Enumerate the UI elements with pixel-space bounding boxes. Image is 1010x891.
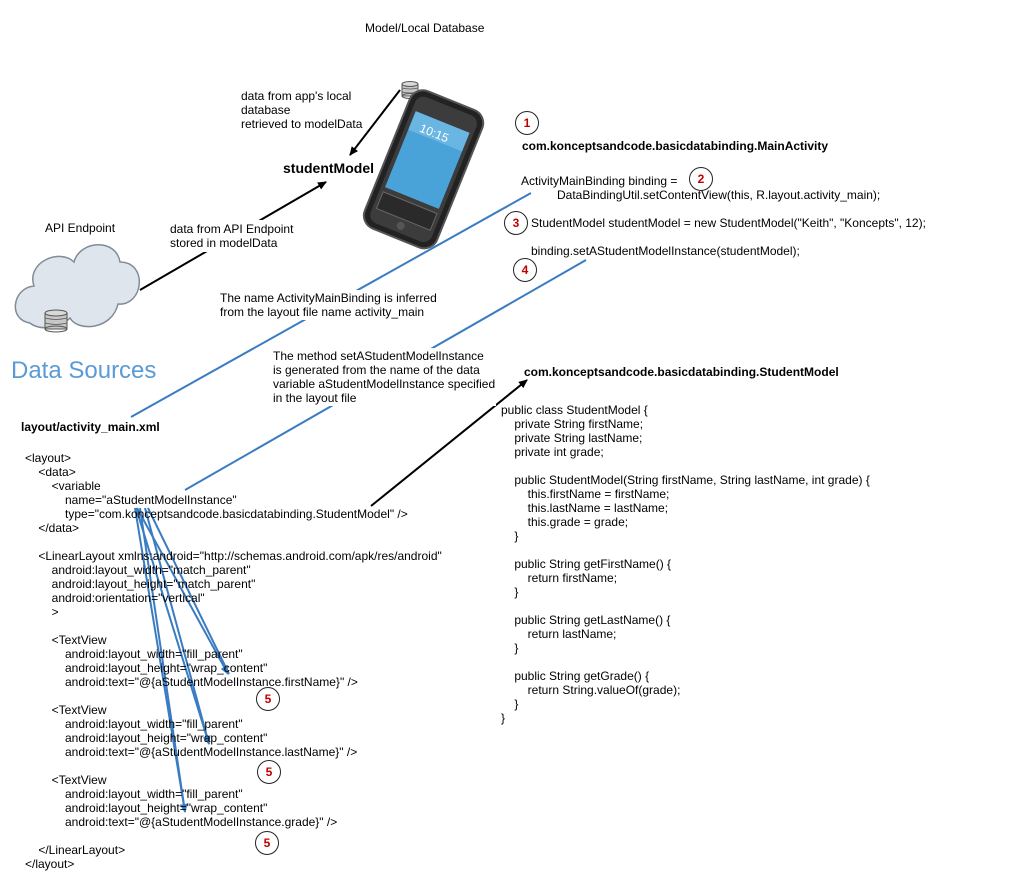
main-activity-line3: binding.setAStudentModelInstance(student… (531, 244, 800, 258)
method-name-note: The method setAStudentModelInstance is g… (272, 348, 497, 406)
db-to-model-arrow (349, 89, 401, 156)
local-db-note: data from app's local database retrieved… (241, 89, 363, 131)
type-to-class-arrow (370, 379, 528, 507)
bind-lastname-arrow-2 (144, 507, 210, 745)
step-badge-5-lastname: 5 (257, 760, 281, 784)
step-badge-4: 4 (513, 258, 537, 282)
step-badge-5-grade: 5 (255, 831, 279, 855)
step-badge-1: 1 (515, 111, 539, 135)
api-note: data from API Endpoint stored in modelDa… (168, 220, 296, 252)
api-endpoint-label: API Endpoint (45, 221, 116, 235)
main-activity-title: com.konceptsandcode.basicdatabinding.Mai… (522, 139, 829, 153)
bind-firstname-arrow-2 (147, 507, 230, 675)
layout-file-code: <layout> <data> <variable name="aStudent… (25, 451, 442, 871)
student-model-class-title: com.konceptsandcode.basicdatabinding.Stu… (524, 365, 839, 379)
inferred-name-note: The name ActivityMainBinding is inferred… (219, 290, 438, 320)
student-model-class-code: public class StudentModel { private Stri… (501, 403, 870, 725)
data-sources-heading: Data Sources (11, 357, 157, 384)
phone-icon (362, 89, 485, 250)
step-badge-5-firstname: 5 (256, 687, 280, 711)
main-activity-line2: StudentModel studentModel = new StudentM… (531, 216, 926, 230)
database-icon (44, 309, 68, 333)
main-activity-line1a: ActivityMainBinding binding = (521, 174, 678, 188)
student-model-label: studentModel (283, 160, 374, 176)
layout-file-title: layout/activity_main.xml (21, 420, 160, 434)
step-badge-3: 3 (504, 211, 528, 235)
model-db-title: Model/Local Database (365, 21, 485, 35)
bind-grade-arrow-2 (139, 507, 186, 813)
bind-lastname-arrow (135, 507, 211, 745)
cloud-icon (14, 244, 140, 329)
main-activity-line1b: DataBindingUtil.setContentView(this, R.l… (557, 188, 881, 202)
step-badge-2: 2 (689, 167, 713, 191)
